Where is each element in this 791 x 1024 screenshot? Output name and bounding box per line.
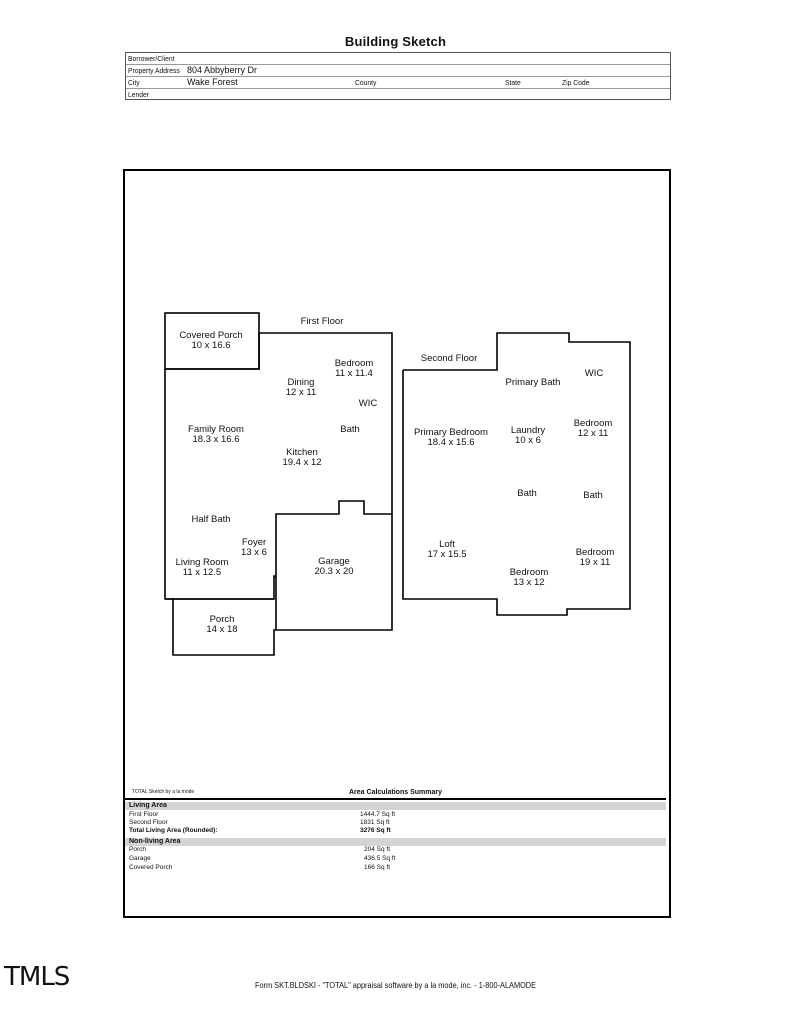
second-floor-outline <box>402 332 631 616</box>
county-label: County <box>355 78 377 87</box>
first-floor-outline <box>164 332 393 656</box>
room-wic-first-floor: WIC <box>358 398 378 409</box>
state-label: State <box>505 78 521 87</box>
city-label: City <box>128 78 140 87</box>
borrower-label: Borrower/Client <box>128 54 175 63</box>
property-info-table: Borrower/Client Property Address 804 Abb… <box>125 52 671 100</box>
software-note: TOTAL Sketch by a la mode <box>132 789 195 795</box>
nonliving-area-header: Non-living Area <box>125 838 666 846</box>
living-area-header: Living Area <box>125 802 666 810</box>
property-address-label: Property Address <box>128 66 180 75</box>
form-footer: Form SKT.BLDSKI - "TOTAL" appraisal soft… <box>254 981 537 990</box>
total-living-area-value: 3276 Sq ft <box>360 827 391 834</box>
city-value: Wake Forest <box>187 77 238 87</box>
summary-divider <box>125 798 666 800</box>
borrower-row: Borrower/Client <box>126 53 670 65</box>
property-address-value: 804 Abbyberry Dr <box>187 65 258 75</box>
garage-area-value: 436.5 Sq ft <box>364 855 396 862</box>
room-wic-second-floor: WIC <box>584 368 604 379</box>
room-bath-second-floor-1: Bath <box>517 488 537 499</box>
total-living-area-label: Total Living Area (Rounded): <box>129 827 218 834</box>
first-floor-area-value: 1444.7 Sq ft <box>360 811 396 818</box>
city-row: City Wake Forest County State Zip Code <box>126 77 670 89</box>
room-bath-first-floor: Bath <box>340 424 360 435</box>
covered-porch-area-label: Covered Porch <box>129 864 173 871</box>
sketch-frame <box>123 169 671 918</box>
room-primary-bath: Primary Bath <box>505 377 561 388</box>
foyer-wall <box>165 575 276 600</box>
covered-porch-area-value: 166 Sq ft <box>364 864 391 871</box>
summary-title: Area Calculations Summary <box>349 789 442 796</box>
page-title: Building Sketch <box>344 34 447 49</box>
second-floor-area-label: Second Floor <box>129 819 168 826</box>
zip-code-label: Zip Code <box>562 78 590 87</box>
property-address-row: Property Address 804 Abbyberry Dr <box>126 65 670 77</box>
garage-area-label: Garage <box>129 855 151 862</box>
first-floor-area-label: First Floor <box>129 811 159 818</box>
lender-label: Lender <box>128 90 150 99</box>
porch-area-label: Porch <box>129 846 146 853</box>
garage-outline <box>275 500 392 630</box>
porch-area-value: 204 Sq ft <box>364 846 391 853</box>
second-floor-label: Second Floor <box>420 353 478 364</box>
room-half-bath: Half Bath <box>191 514 231 525</box>
room-bath-second-floor-2: Bath <box>583 490 603 501</box>
second-floor-area-value: 1831 Sq ft <box>360 819 390 826</box>
lender-row: Lender <box>126 89 670 100</box>
first-floor-label: First Floor <box>300 316 344 327</box>
covered-porch-outline <box>164 312 260 370</box>
tmls-logo: TMLS <box>4 962 70 992</box>
